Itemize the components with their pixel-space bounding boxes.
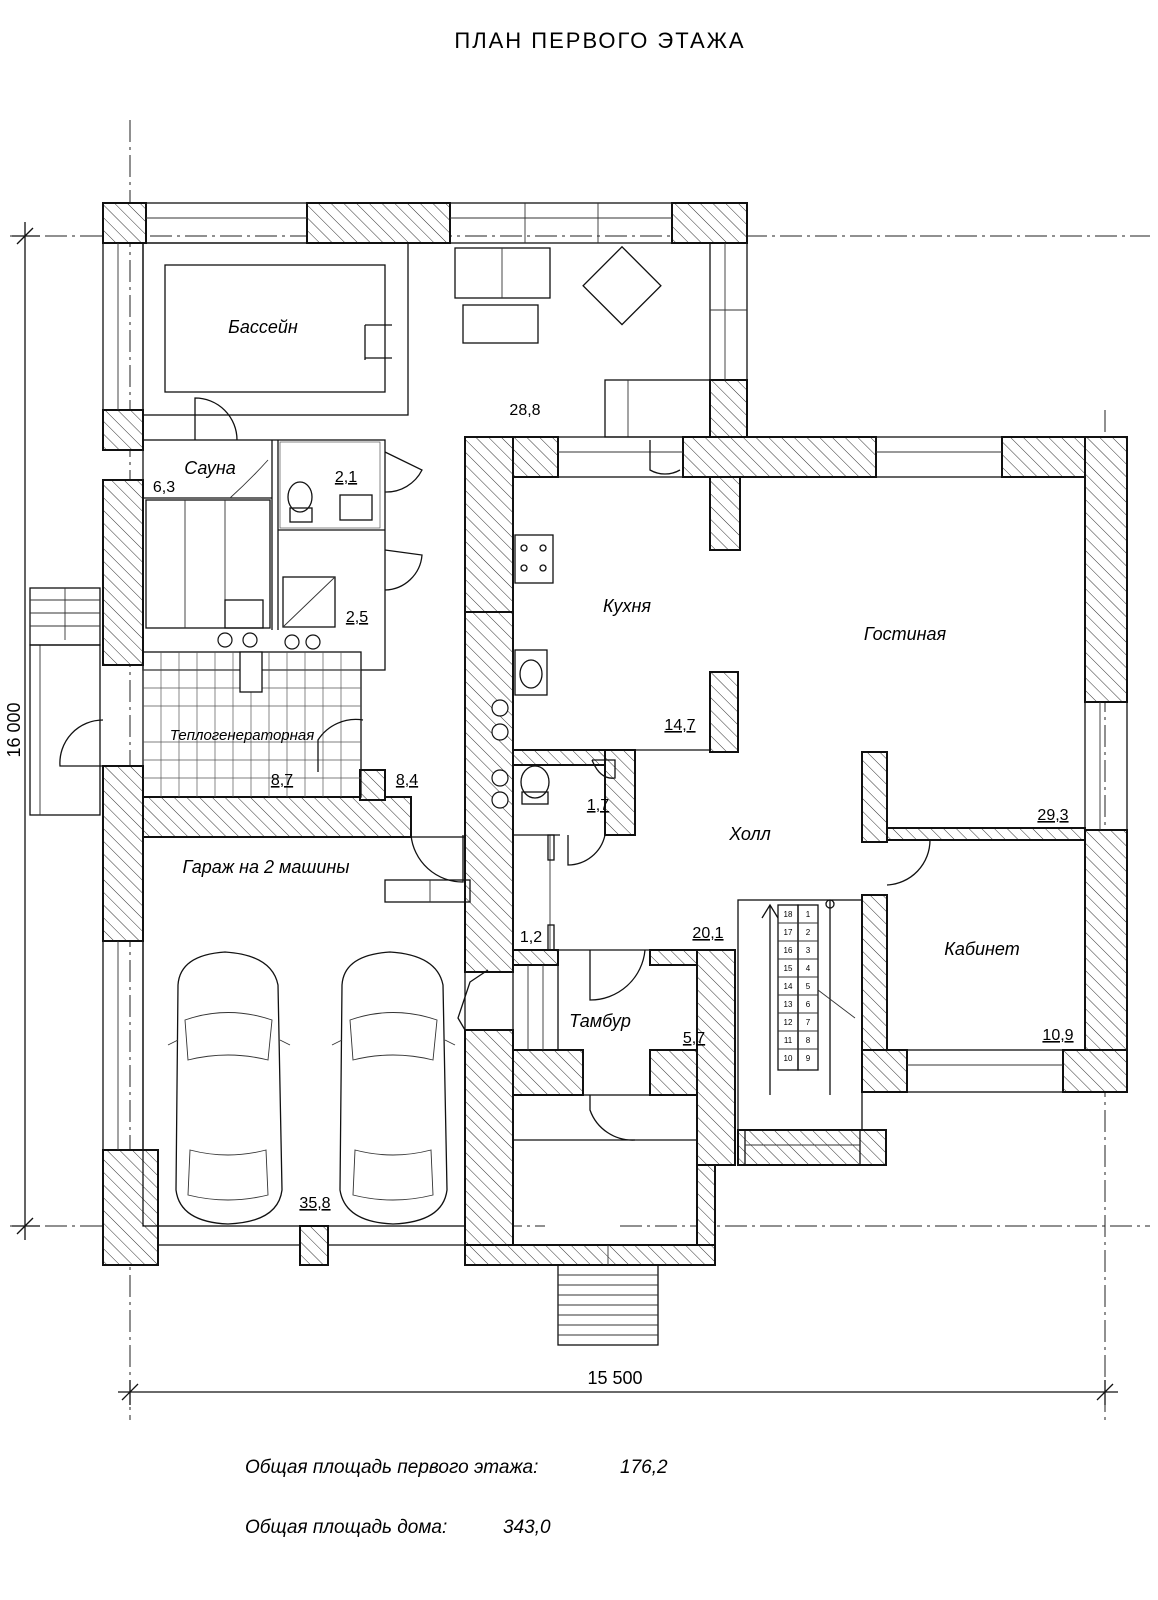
room-name-vestibule: Тамбур	[569, 1011, 631, 1031]
car-right	[331, 951, 456, 1225]
stair-step-number: 6	[806, 1000, 811, 1009]
porch-steps	[557, 1245, 659, 1346]
room-name-garage: Гараж на 2 машины	[183, 857, 350, 877]
room-name-hall: Холл	[728, 824, 771, 844]
stair-step-number: 17	[784, 928, 793, 937]
summary-house-label: Общая площадь дома:	[245, 1517, 447, 1538]
stair-step-number: 16	[784, 946, 793, 955]
stair-step-number: 4	[806, 964, 811, 973]
axis-lines	[10, 120, 1150, 1420]
room-area-closet: 1,2	[520, 929, 542, 946]
room-area-pool-hall: 28,8	[509, 402, 540, 419]
stair-step-number: 9	[806, 1054, 811, 1063]
room-area-study: 10,9	[1042, 1027, 1073, 1044]
boiler-tiles	[143, 652, 361, 797]
room-area-vestibule: 5,7	[683, 1030, 705, 1047]
room-area-wc1: 2,1	[335, 469, 357, 486]
room-area-sauna: 6,3	[153, 479, 175, 496]
room-name-living: Гостиная	[864, 624, 947, 644]
stair-step-number: 15	[784, 964, 793, 973]
stair-step-number: 1	[806, 910, 811, 919]
room-area-boiler: 8,7	[271, 772, 293, 789]
room-name-boiler: Теплогенераторная	[170, 727, 315, 744]
room-area-shower: 2,5	[346, 609, 368, 626]
dimension-width-label: 15 500	[587, 1368, 642, 1388]
stair-step-number: 18	[784, 910, 793, 919]
dimension-height-label: 16 000	[4, 702, 24, 757]
room-area-wc2: 1,7	[587, 797, 609, 814]
room-name-study: Кабинет	[944, 939, 1019, 959]
room-area-living: 29,3	[1037, 807, 1068, 824]
area-summary: Общая площадь первого этажа: 176,2 Общая…	[245, 1457, 668, 1538]
stair-step-number: 8	[806, 1036, 811, 1045]
room-name-sauna: Сауна	[184, 458, 236, 478]
stair-step-number: 3	[806, 946, 811, 955]
room-area-corridor: 8,4	[396, 772, 418, 789]
walls	[102, 202, 1128, 1266]
room-labels: Бассейн 28,8 Сауна 6,3 2,1 2,5 Теплогене…	[153, 317, 1074, 1212]
stair-step-number: 5	[806, 982, 811, 991]
car-left	[167, 951, 291, 1225]
plan-title: ПЛАН ПЕРВОГО ЭТАЖА	[454, 28, 745, 53]
summary-house-value: 343,0	[503, 1517, 551, 1538]
interior-lines	[29, 202, 1128, 1346]
staircase	[737, 899, 863, 1131]
stair-step-number: 11	[784, 1036, 793, 1045]
stair-numbers-left: 18 17 16 15 14 13 12 11 10	[784, 910, 793, 1063]
stair-numbers-right: 1 2 3 4 5 6 7 8 9	[806, 910, 811, 1063]
stair-step-number: 14	[784, 982, 793, 991]
summary-floor-value: 176,2	[620, 1457, 668, 1478]
stair-step-number: 7	[806, 1018, 811, 1027]
dimension-height: 16 000	[4, 222, 40, 1240]
room-name-kitchen: Кухня	[603, 596, 651, 616]
room-area-kitchen: 14,7	[664, 717, 695, 734]
stair-step-number: 13	[784, 1000, 793, 1009]
stair-step-number: 12	[784, 1018, 793, 1027]
summary-floor-label: Общая площадь первого этажа:	[245, 1457, 538, 1478]
dimension-width: 15 500	[118, 1368, 1118, 1405]
room-name-pool: Бассейн	[228, 317, 298, 337]
stair-step-number: 2	[806, 928, 811, 937]
room-area-garage: 35,8	[299, 1195, 330, 1212]
room-area-hall: 20,1	[692, 925, 723, 942]
stair-step-number: 10	[784, 1054, 793, 1063]
